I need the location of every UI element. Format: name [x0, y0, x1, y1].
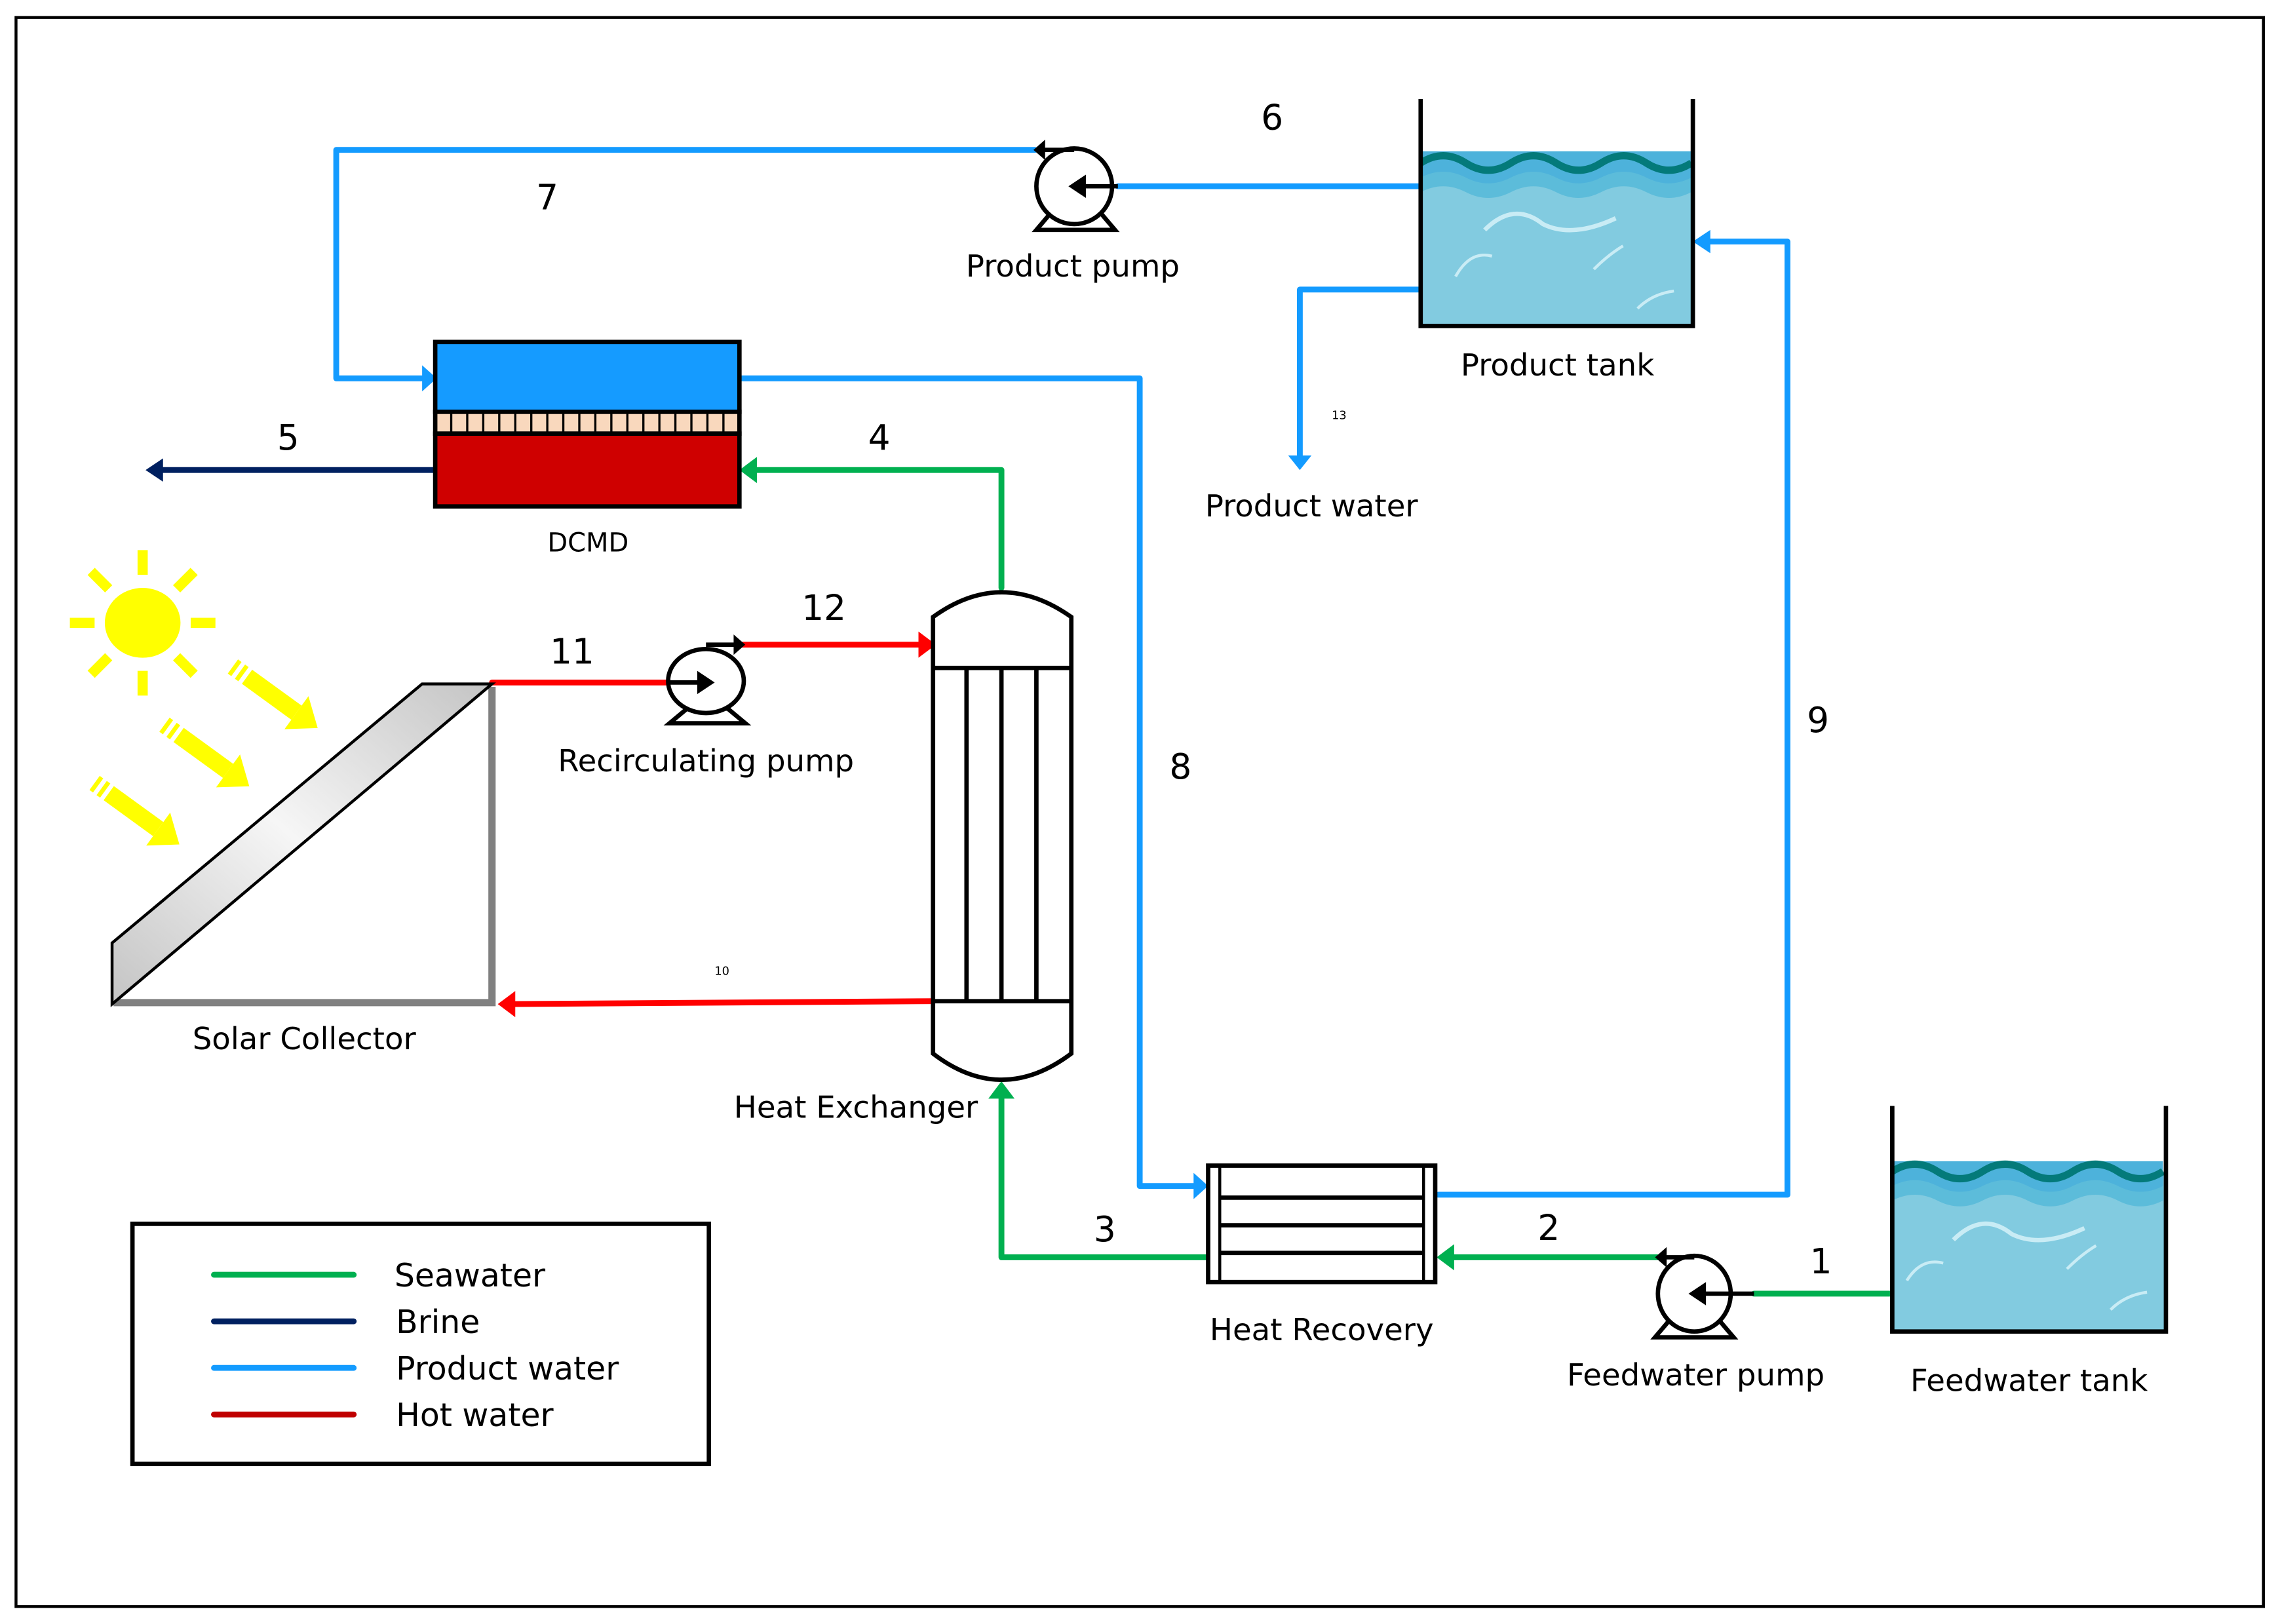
recirculating-pump[interactable]: Recirculating pump [558, 634, 854, 779]
stream-label-12: 12 [801, 588, 846, 628]
dcmd-module[interactable]: DCMD [433, 339, 742, 558]
sun-ray [87, 568, 113, 593]
arrowhead-13 [1288, 455, 1312, 471]
sun-ray [172, 568, 198, 593]
arrowhead-5 [145, 458, 163, 482]
arrowhead-2 [1437, 1244, 1454, 1271]
product-pump-label: Product pump [966, 248, 1180, 284]
legend-label-product-water: Product water [396, 1350, 619, 1387]
legend: Seawater Brine Product water Hot water [130, 1222, 712, 1467]
pump-flow-arrow-icon [1688, 1282, 1707, 1305]
heat-recovery-label: Heat Recovery [1210, 1312, 1434, 1347]
legend-label-hot-water: Hot water [396, 1397, 554, 1434]
pipe-stream-3 [998, 1092, 1211, 1260]
arrowhead-3 [988, 1081, 1015, 1099]
stream-label-8: 8 [1169, 746, 1191, 787]
tank-wall [1418, 98, 1695, 328]
recirculating-pump-label: Recirculating pump [558, 743, 854, 779]
stream-label-9: 9 [1807, 700, 1829, 741]
sunlight-arrow [89, 775, 180, 846]
sun-ray [87, 653, 113, 678]
collector-panel [110, 682, 496, 1007]
arrowhead-9 [1693, 229, 1710, 254]
stream-label-4: 4 [868, 417, 891, 458]
feedwater-pump[interactable]: Feedwater pump [1567, 1247, 1824, 1393]
feedwater-pump-label: Feedwater pump [1567, 1357, 1824, 1393]
heat-exchanger[interactable]: Heat Exchanger [734, 590, 1074, 1125]
sun-icon [69, 550, 216, 696]
collector-frame [113, 687, 496, 1007]
arrowhead-10 [497, 991, 516, 1018]
product-tank[interactable]: Product tank [1418, 98, 1695, 383]
pipe-stream-10 [509, 998, 936, 1007]
tank-wall [1890, 1106, 2169, 1334]
stream-label-10: 10 [714, 965, 729, 978]
legend-label-seawater: Seawater [395, 1257, 546, 1294]
pipe-stream-8 [736, 375, 1200, 1189]
pipe-stream-4 [748, 467, 1005, 591]
legend-item: Hot water [211, 1397, 554, 1434]
stream-label-11: 11 [550, 632, 594, 672]
stream-label-1: 1 [1810, 1241, 1832, 1282]
heat-recovery[interactable]: Heat Recovery [1206, 1163, 1438, 1347]
tank-wave-top [1418, 152, 1693, 174]
arrowhead-8 [1193, 1172, 1208, 1199]
sunlight-arrows-icon [89, 659, 318, 846]
stream-label-3: 3 [1094, 1209, 1116, 1250]
dcmd-membrane [433, 410, 742, 436]
sunlight-arrow [227, 659, 318, 729]
pump-flow-arrow-icon [697, 670, 715, 695]
tank-wave-mid [1892, 1161, 2163, 1192]
product-water-outlet-label: Product water [1205, 488, 1419, 524]
dcmd-permeate-channel [433, 339, 742, 414]
legend-label-brine: Brine [396, 1304, 480, 1341]
pipe-stream-7 [333, 147, 1038, 381]
dcmd-feed-channel [433, 431, 742, 509]
pump-discharge-arrow-icon [1655, 1247, 1667, 1267]
feedwater-tank-label: Feedwater tank [1910, 1363, 2148, 1399]
heat-exchanger-label: Heat Exchanger [734, 1089, 978, 1125]
sunlight-arrow [159, 717, 250, 788]
pump-discharge-arrow-icon [1033, 140, 1045, 161]
sun-ray [172, 653, 198, 678]
pipe-stream-13 [1296, 286, 1423, 463]
stream-label-7: 7 [536, 178, 558, 218]
tank-wave-top [1890, 1160, 2165, 1182]
legend-item: Brine [211, 1304, 480, 1341]
legend-item: Seawater [211, 1257, 546, 1294]
dcmd-label: DCMD [547, 528, 628, 558]
pipe-stream-9 [1435, 239, 1790, 1198]
arrowhead-7 [422, 365, 437, 392]
stream-label-2: 2 [1537, 1208, 1560, 1248]
legend-item: Product water [211, 1350, 619, 1387]
pump-discharge-arrow-icon [733, 634, 746, 655]
outer-frame [14, 16, 2266, 1608]
stream-label-6: 6 [1261, 98, 1283, 138]
solar-collector[interactable]: Solar Collector [110, 682, 496, 1056]
pump-flow-arrow-icon [1068, 174, 1086, 198]
arrowhead-4 [739, 457, 757, 484]
stream-label-5: 5 [277, 417, 299, 458]
stream-label-13: 13 [1332, 409, 1347, 422]
feedwater-tank[interactable]: Feedwater tank [1890, 1106, 2169, 1399]
arrowhead-12 [918, 631, 936, 658]
legend-box [130, 1222, 712, 1467]
product-pump[interactable]: Product pump [966, 140, 1180, 284]
solar-collector-label: Solar Collector [193, 1021, 417, 1056]
product-tank-label: Product tank [1461, 347, 1654, 383]
